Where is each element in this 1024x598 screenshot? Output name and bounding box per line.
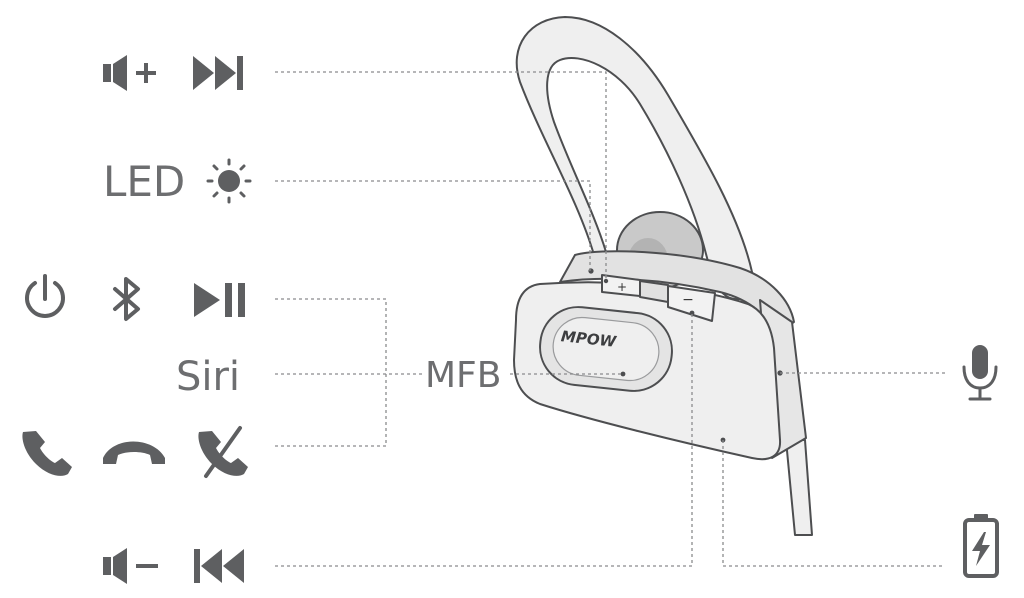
volume-up-dot bbox=[603, 278, 609, 284]
led-label: LED bbox=[103, 157, 185, 206]
mfb-label: MFB bbox=[425, 355, 501, 396]
next-track-icon bbox=[193, 56, 243, 90]
battery-charging-icon bbox=[963, 514, 999, 578]
microphone-icon bbox=[962, 345, 998, 401]
svg-text:−: − bbox=[682, 292, 694, 308]
volume-down-button[interactable]: − bbox=[667, 285, 716, 322]
brand-logo: MPOW bbox=[560, 327, 618, 351]
sun-icon bbox=[206, 158, 252, 204]
end-call-icon bbox=[103, 441, 165, 464]
volume-down-icon bbox=[103, 548, 158, 584]
volume-up-icon bbox=[103, 55, 156, 91]
leader-lines bbox=[275, 71, 945, 567]
reject-call-icon bbox=[198, 426, 248, 478]
earphone-illustration: MPOW + − bbox=[513, 16, 813, 536]
bluetooth-icon bbox=[113, 277, 140, 321]
siri-label: Siri bbox=[176, 354, 240, 400]
cable bbox=[785, 439, 813, 536]
volume-down-dot bbox=[689, 310, 695, 316]
power-icon bbox=[25, 274, 65, 318]
led-indicator bbox=[588, 268, 594, 274]
play-pause-icon bbox=[194, 283, 245, 317]
answer-call-icon bbox=[22, 431, 72, 476]
svg-text:+: + bbox=[617, 280, 627, 294]
previous-track-icon bbox=[194, 549, 244, 583]
mfb-dot bbox=[620, 371, 626, 377]
